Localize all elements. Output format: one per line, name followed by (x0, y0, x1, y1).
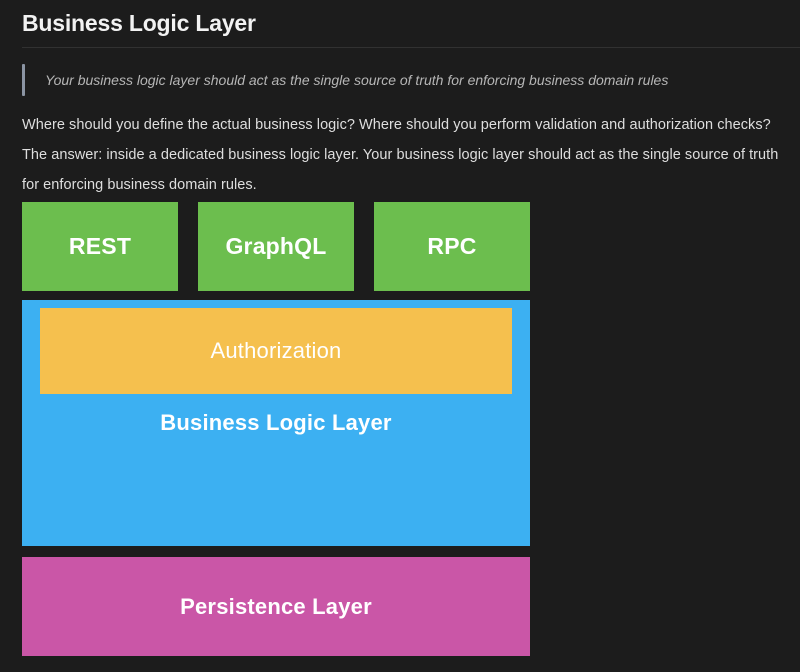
blockquote-accent-bar (22, 64, 25, 96)
business-logic-layer-box: Authorization Business Logic Layer (22, 300, 530, 546)
api-box-rest: REST (22, 202, 178, 291)
api-box-graphql-label: GraphQL (225, 233, 327, 259)
persistence-layer-box: Persistence Layer (22, 557, 530, 656)
page-title: Business Logic Layer (22, 10, 256, 36)
persistence-layer-label: Persistence Layer (180, 593, 372, 619)
header-divider (22, 47, 800, 48)
architecture-diagram: REST GraphQL RPC Authorization Business … (22, 202, 530, 656)
business-logic-layer-label: Business Logic Layer (160, 410, 392, 435)
body-paragraph: Where should you define the actual busin… (22, 117, 779, 193)
blockquote-text: Your business logic layer should act as … (45, 72, 669, 88)
authorization-label: Authorization (210, 338, 342, 363)
api-box-rpc: RPC (374, 202, 530, 291)
api-box-graphql: GraphQL (198, 202, 354, 291)
api-box-rpc-label: RPC (427, 233, 477, 259)
api-box-rest-label: REST (68, 233, 132, 259)
api-layer-row: REST GraphQL RPC (22, 202, 530, 291)
blockquote: Your business logic layer should act as … (22, 64, 782, 96)
authorization-box: Authorization (40, 308, 512, 394)
page-header: Business Logic Layer (0, 0, 800, 48)
